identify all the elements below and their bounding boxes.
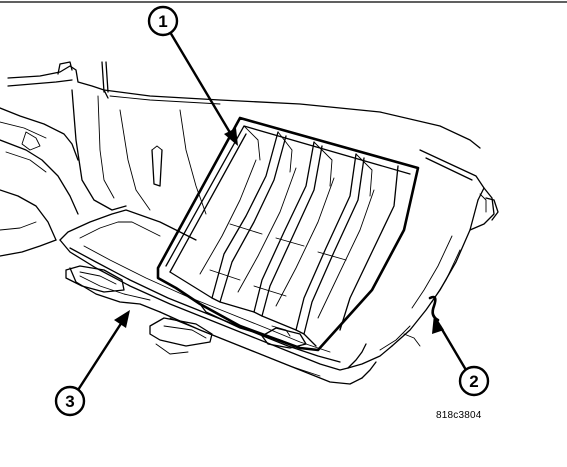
callout-1: 1 [147, 5, 238, 146]
housing-right-wall [347, 149, 499, 369]
door-tray [59, 209, 377, 385]
callout-2-arrowhead [432, 314, 444, 334]
callout-2: 2 [432, 314, 490, 397]
callout-1-ring [147, 5, 179, 37]
callout-3-leader [76, 321, 124, 391]
callout-1-number: 1 [158, 12, 167, 31]
callout-1-leader [168, 31, 234, 137]
callout-3-ring [54, 385, 86, 417]
filter-element [156, 116, 420, 352]
callout-3-number: 3 [65, 392, 74, 411]
callout-2-leader [438, 325, 468, 371]
figure-code: 818c3804 [436, 410, 482, 421]
housing-left-structure [0, 61, 481, 257]
callout-2-ring [458, 365, 490, 397]
callout-3: 3 [54, 310, 130, 417]
callout-2-number: 2 [469, 372, 478, 391]
callout-1-arrowhead [224, 128, 238, 146]
callout-3-arrowhead [114, 310, 130, 328]
